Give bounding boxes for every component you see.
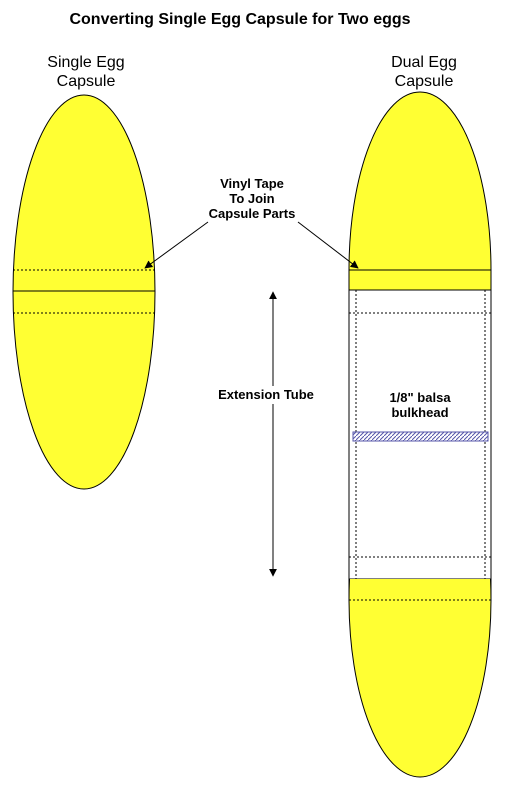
tape-arrow-left (144, 221, 209, 269)
single-egg-capsule (12, 94, 156, 490)
diagram-title: Converting Single Egg Capsule for Two eg… (69, 11, 410, 28)
balsa-bulkhead (352, 431, 489, 442)
dual-capsule-label-line2: Capsule (395, 73, 454, 90)
tape-label-line1: Vinyl Tape (220, 176, 284, 191)
dual-capsule-label-line1: Dual Egg (391, 54, 457, 71)
bulkhead-label-line2: bulkhead (391, 405, 448, 420)
tape-arrow-right (297, 221, 359, 269)
dual-egg-capsule (348, 91, 492, 778)
bulkhead-label-line1: 1/8" balsa (389, 390, 451, 405)
tape-label-line2: To Join (229, 191, 274, 206)
single-capsule-label-line1: Single Egg (47, 54, 124, 71)
single-capsule-label-line2: Capsule (57, 73, 116, 90)
extension-tube-label: Extension Tube (218, 387, 314, 402)
tape-label-line3: Capsule Parts (209, 206, 296, 221)
